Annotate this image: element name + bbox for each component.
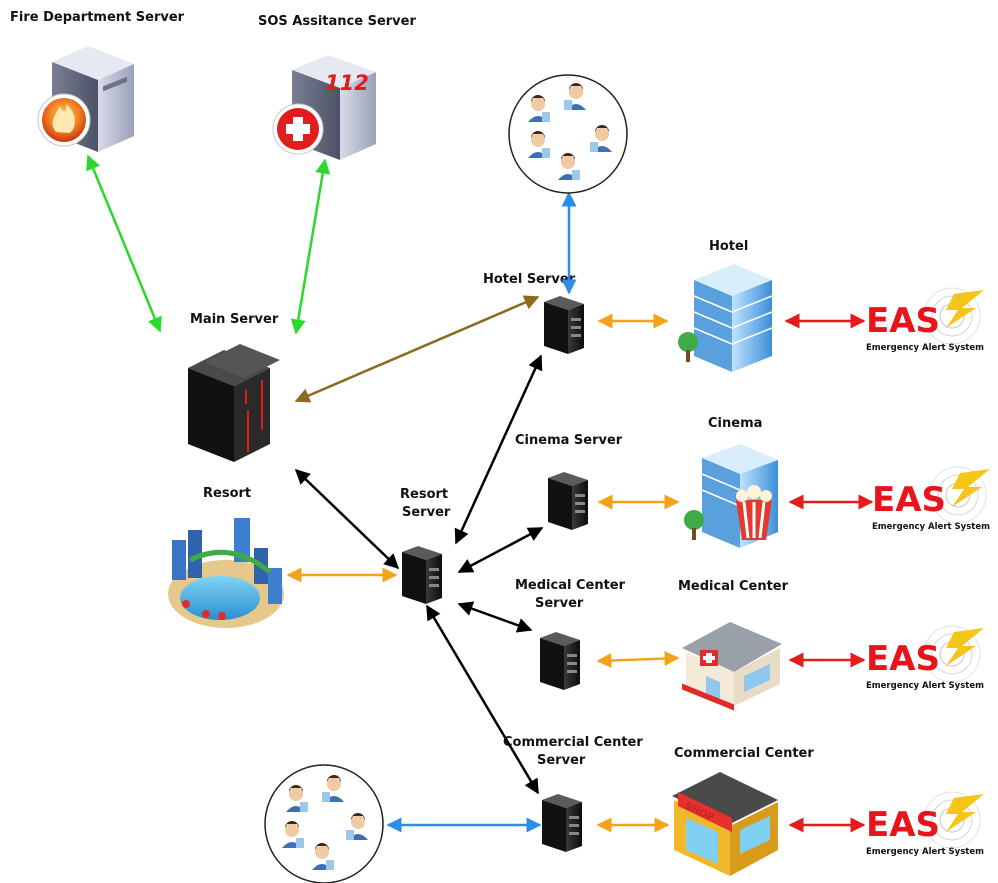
sos-server-label: SOS Assitance Server	[258, 14, 416, 29]
commercial-server-icon	[542, 794, 582, 852]
commercial-server-label-line1: Commercial Center	[503, 735, 643, 750]
fire-server-icon	[37, 46, 134, 152]
sos-number-text: 112	[325, 71, 369, 95]
resort-server-label-line2: Server	[402, 505, 451, 520]
eas-title: EAS	[866, 805, 940, 845]
main-to-hotel-server-link	[294, 295, 540, 403]
sos-to-main-link	[290, 158, 331, 335]
user-icon	[590, 125, 612, 152]
eas-logo-cinema: EAS Emergency Alert System	[872, 466, 990, 532]
medical-server-to-medical-link	[596, 651, 680, 668]
fire-to-main-link	[86, 154, 162, 333]
user-icon	[528, 95, 550, 122]
resort-server-to-commercial-server-link	[425, 604, 540, 795]
user-icon	[528, 131, 550, 158]
user-icon	[346, 813, 368, 840]
lightning-icon	[946, 290, 984, 328]
medical-server-icon	[540, 632, 580, 690]
cinema-server-label: Cinema Server	[515, 433, 623, 448]
user-icon	[322, 775, 344, 802]
eas-logo-medical: EAS Emergency Alert System	[866, 625, 984, 691]
main-to-resort-server-link	[294, 468, 400, 570]
medical-server-label-line2: Server	[535, 596, 584, 611]
eas-logo-hotel: EAS Emergency Alert System	[866, 287, 984, 353]
resort-label: Resort	[203, 486, 251, 501]
eas-subtitle: Emergency Alert System	[866, 847, 984, 857]
eas-subtitle: Emergency Alert System	[866, 343, 984, 353]
main-server-label: Main Server	[190, 312, 279, 327]
medical-center-label: Medical Center	[678, 579, 789, 594]
eas-title: EAS	[866, 639, 940, 679]
user-icon	[286, 785, 308, 812]
resort-server-to-cinema-server-link	[457, 526, 544, 574]
commercial-center-label: Commercial Center	[674, 746, 814, 761]
medical-center-icon	[682, 622, 782, 711]
lightning-icon	[946, 628, 984, 666]
hotel-building-icon	[678, 264, 773, 372]
eas-title: EAS	[866, 301, 940, 341]
user-icon	[312, 843, 334, 870]
hotel-users-cluster	[508, 74, 628, 194]
sos-server-icon: 112	[272, 55, 376, 160]
fire-server-label: Fire Department Server	[10, 10, 185, 25]
hotel-label: Hotel	[709, 239, 748, 254]
lightning-icon	[946, 794, 984, 832]
main-server-icon	[188, 344, 280, 462]
commercial-center-icon: SHOP	[672, 772, 778, 876]
commercial-server-label-line2: Server	[537, 753, 586, 768]
resort-server-to-hotel-server-link	[454, 354, 543, 545]
cinema-server-icon	[548, 472, 588, 530]
user-icon	[558, 153, 580, 180]
hotel-server-icon	[544, 296, 584, 354]
cinema-building-icon	[684, 444, 778, 548]
resort-server-icon	[402, 546, 442, 604]
medical-server-label-line1: Medical Center	[515, 578, 626, 593]
resort-server-to-medical-server-link	[457, 601, 533, 633]
resort-server-label-line1: Resort	[400, 487, 448, 502]
eas-subtitle: Emergency Alert System	[866, 681, 984, 691]
user-icon	[564, 83, 586, 110]
cinema-label: Cinema	[708, 416, 762, 431]
eas-subtitle: Emergency Alert System	[872, 522, 990, 532]
eas-title: EAS	[872, 480, 946, 520]
resort-icon	[168, 518, 284, 628]
user-icon	[282, 821, 304, 848]
eas-logo-commercial: EAS Emergency Alert System	[866, 791, 984, 857]
hotel-server-label: Hotel Server	[483, 272, 576, 287]
lightning-icon	[952, 469, 990, 507]
commercial-users-cluster	[264, 764, 384, 883]
